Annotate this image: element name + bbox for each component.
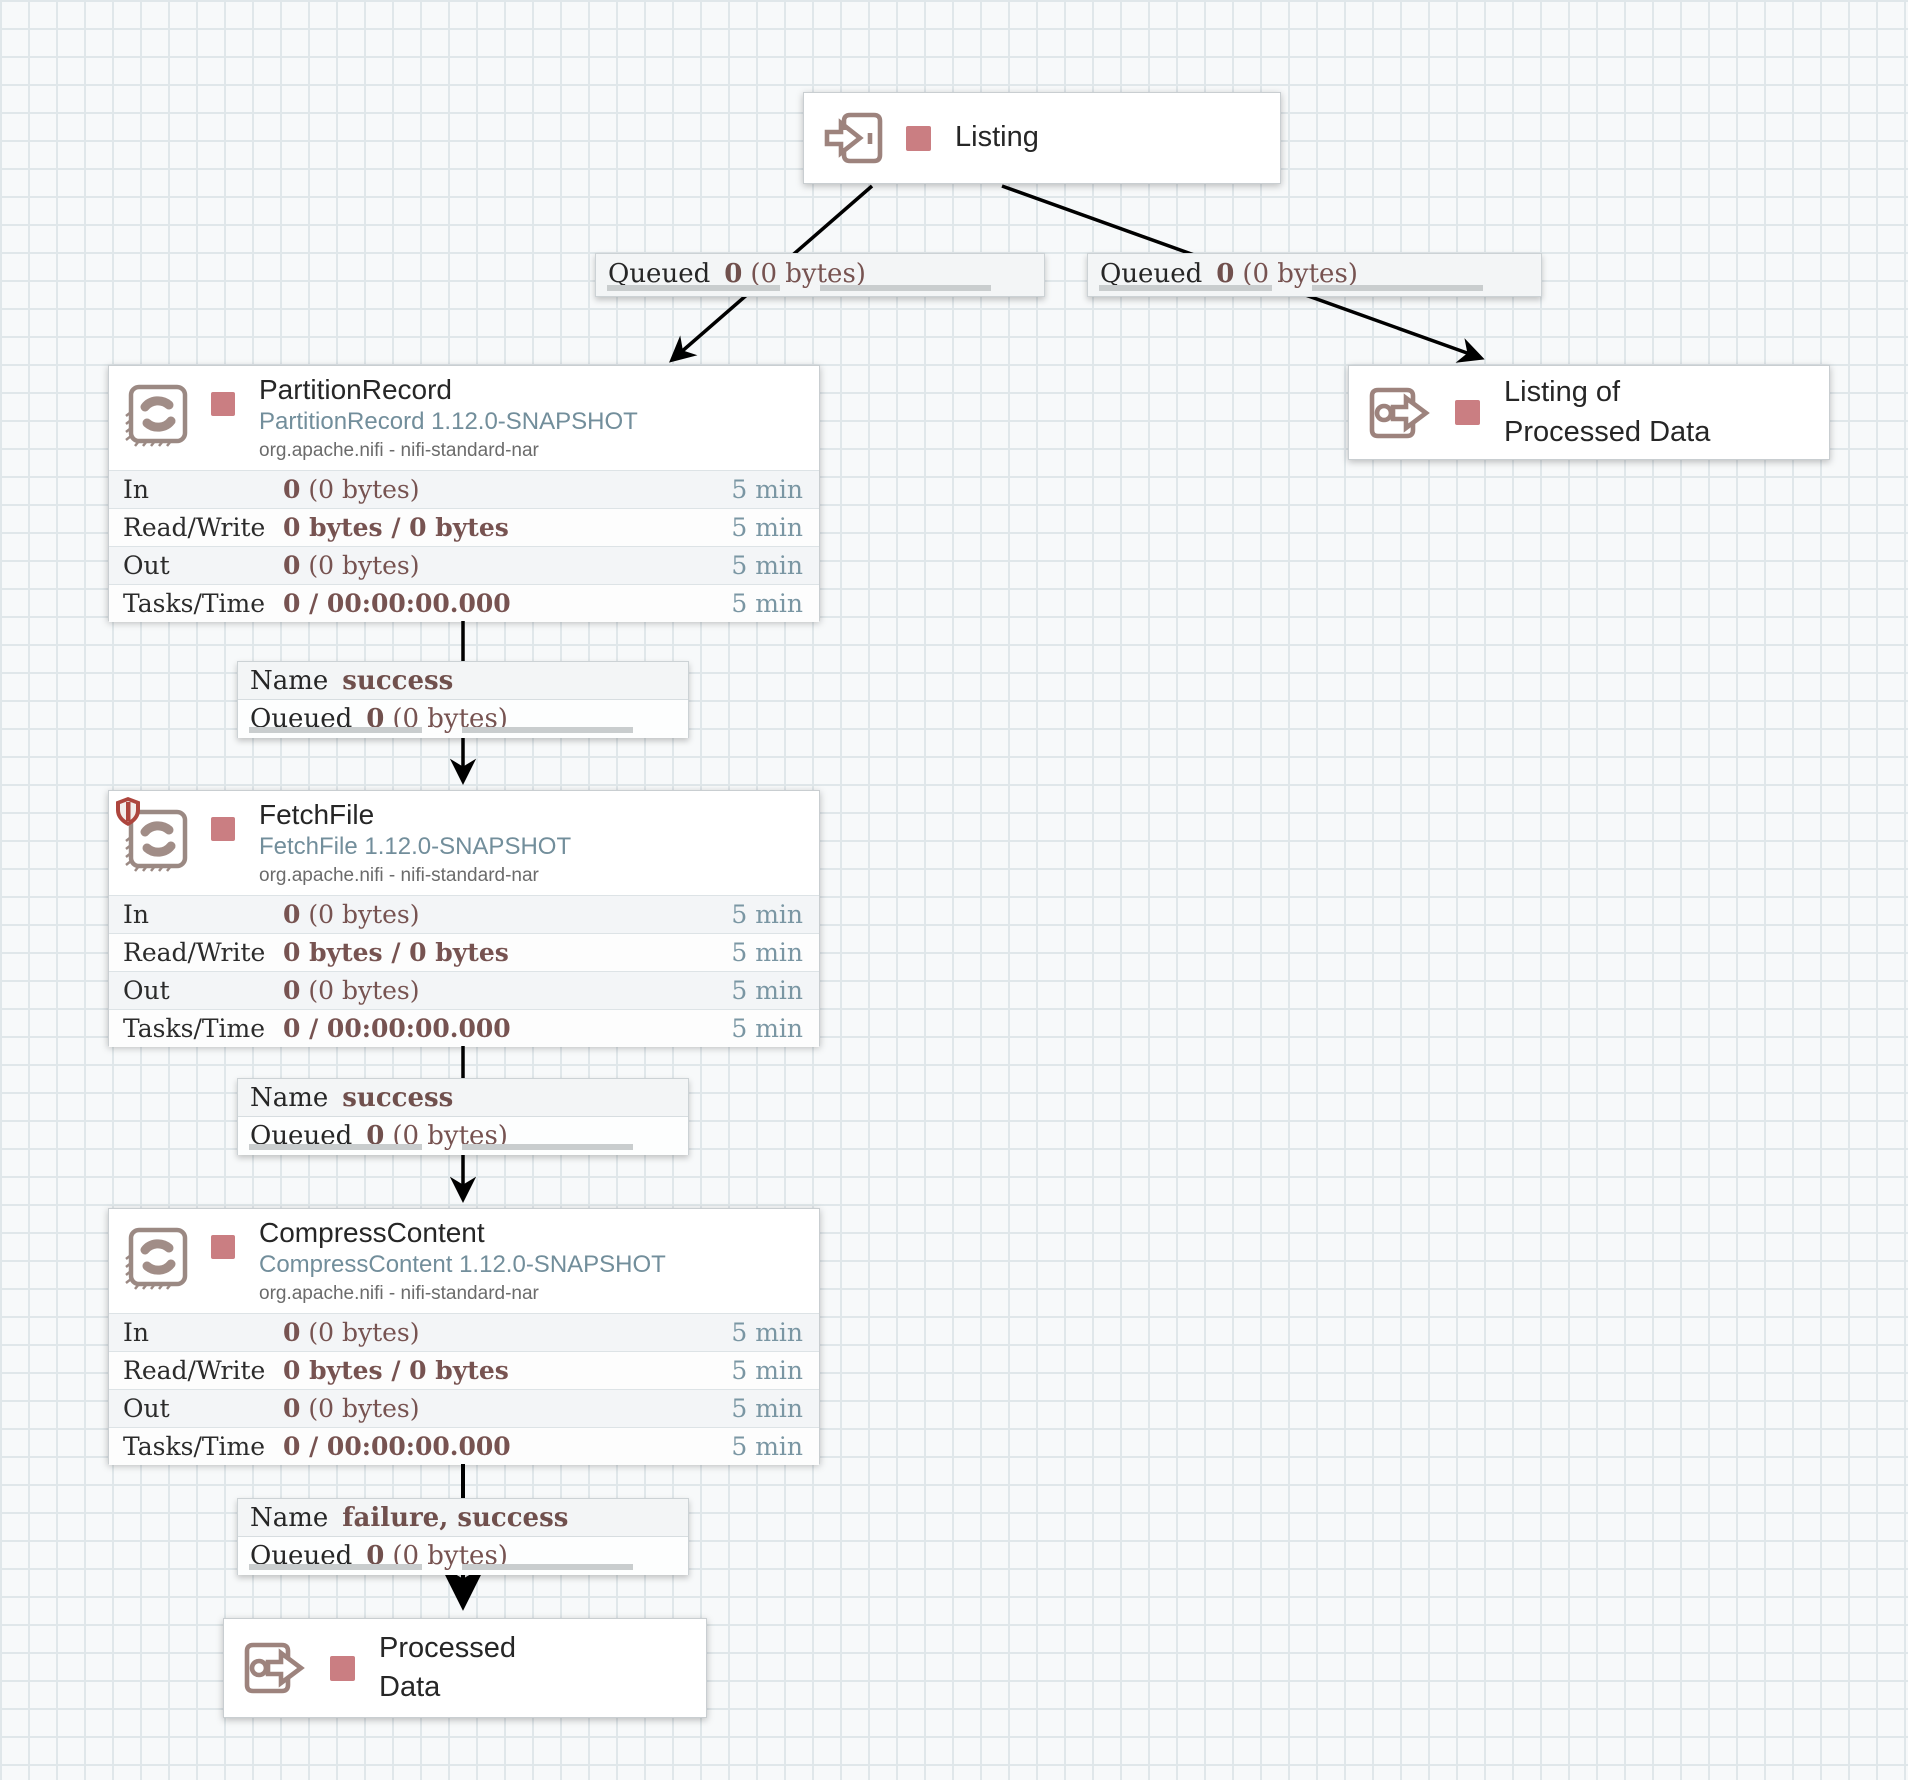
stopped-status-icon [211, 1235, 235, 1259]
queue-size-bar [462, 1564, 633, 1570]
stat-row-read-write: Read/Write 0 bytes / 0 bytes 5 min [109, 933, 819, 971]
stat-row-out: Out 0 (0 bytes) 5 min [109, 546, 819, 584]
processor-fetchfile[interactable]: FetchFile FetchFile 1.12.0-SNAPSHOT org.… [108, 790, 820, 1047]
queued-count: 0 [366, 704, 385, 734]
connection-label-success[interactable]: Name success Queued 0 (0 bytes) [237, 661, 689, 738]
queue-count-bar [249, 1564, 422, 1570]
queue-count-bar [1099, 285, 1272, 291]
processor-icon [125, 382, 191, 448]
processor-compresscontent[interactable]: CompressContent CompressContent 1.12.0-S… [108, 1208, 820, 1465]
stat-row-in: In 0 (0 bytes) 5 min [109, 895, 819, 933]
relationship-name: failure, success [342, 1502, 569, 1533]
queue-count-bar [607, 285, 780, 291]
processor-icon [125, 807, 191, 873]
queued-count: 0 [366, 1121, 385, 1151]
processor-partitionrecord[interactable]: PartitionRecord PartitionRecord 1.12.0-S… [108, 365, 820, 622]
queued-count: 0 [366, 1541, 385, 1571]
port-name: Processed Data [379, 1631, 517, 1703]
queue-count-bar [249, 1144, 422, 1150]
connection-label-queued[interactable]: Queued 0 (0 bytes) [595, 253, 1045, 297]
stopped-status-icon [211, 392, 235, 416]
queued-size: (0 bytes) [750, 259, 866, 289]
queued-label: Queued [1100, 259, 1203, 289]
connection-label-queued[interactable]: Queued 0 (0 bytes) [1087, 253, 1542, 297]
port-name: Listing of Processed Data [1504, 376, 1711, 448]
processor-name: FetchFile [259, 799, 375, 830]
restricted-shield-icon [115, 796, 141, 827]
processor-type-version: FetchFile 1.12.0-SNAPSHOT [259, 833, 572, 861]
queue-size-bar [462, 1144, 633, 1150]
relationship-name: success [342, 1082, 454, 1113]
queue-size-bar [820, 285, 991, 291]
stat-row-in: In 0 (0 bytes) 5 min [109, 1313, 819, 1351]
stat-row-read-write: Read/Write 0 bytes / 0 bytes 5 min [109, 1351, 819, 1389]
stat-row-in: In 0 (0 bytes) 5 min [109, 470, 819, 508]
relationship-name: success [342, 665, 454, 696]
stopped-status-icon [330, 1655, 355, 1681]
queued-count: 0 [1216, 259, 1235, 289]
queue-size-bar [462, 727, 633, 733]
input-port-listing[interactable]: Listing [803, 92, 1281, 184]
stat-row-read-write: Read/Write 0 bytes / 0 bytes 5 min [109, 508, 819, 546]
connection-label-failure-success[interactable]: Name failure, success Queued 0 (0 bytes) [237, 1498, 689, 1575]
stopped-status-icon [1455, 400, 1480, 425]
queued-size: (0 bytes) [1242, 259, 1358, 289]
stat-row-tasks-time: Tasks/Time 0 / 00:00:00.000 5 min [109, 1009, 819, 1047]
output-port-icon [244, 1640, 308, 1696]
queued-label: Queued [608, 259, 711, 289]
processor-name: PartitionRecord [259, 374, 452, 405]
stopped-status-icon [906, 125, 931, 151]
name-label: Name [250, 1082, 329, 1113]
output-port-listing-of-processed-data[interactable]: Listing of Processed Data [1348, 365, 1830, 460]
queue-count-bar [249, 727, 422, 733]
processor-bundle: org.apache.nifi - nifi-standard-nar [259, 439, 539, 461]
stat-row-out: Out 0 (0 bytes) 5 min [109, 1389, 819, 1427]
stat-row-out: Out 0 (0 bytes) 5 min [109, 971, 819, 1009]
stat-row-tasks-time: Tasks/Time 0 / 00:00:00.000 5 min [109, 1427, 819, 1465]
port-name: Listing [955, 121, 1039, 154]
output-port-icon [1369, 385, 1433, 441]
input-port-icon [824, 111, 884, 165]
processor-name: CompressContent [259, 1217, 485, 1248]
processor-bundle: org.apache.nifi - nifi-standard-nar [259, 864, 539, 886]
name-label: Name [250, 1502, 329, 1533]
name-label: Name [250, 665, 329, 696]
queue-size-bar [1312, 285, 1483, 291]
processor-type-version: CompressContent 1.12.0-SNAPSHOT [259, 1251, 666, 1279]
output-port-processed-data[interactable]: Processed Data [223, 1618, 707, 1718]
stopped-status-icon [211, 817, 235, 841]
processor-bundle: org.apache.nifi - nifi-standard-nar [259, 1282, 539, 1304]
processor-type-version: PartitionRecord 1.12.0-SNAPSHOT [259, 408, 638, 436]
connection-label-success[interactable]: Name success Queued 0 (0 bytes) [237, 1078, 689, 1155]
stat-row-tasks-time: Tasks/Time 0 / 00:00:00.000 5 min [109, 584, 819, 622]
queued-count: 0 [724, 259, 743, 289]
processor-icon [125, 1225, 191, 1291]
